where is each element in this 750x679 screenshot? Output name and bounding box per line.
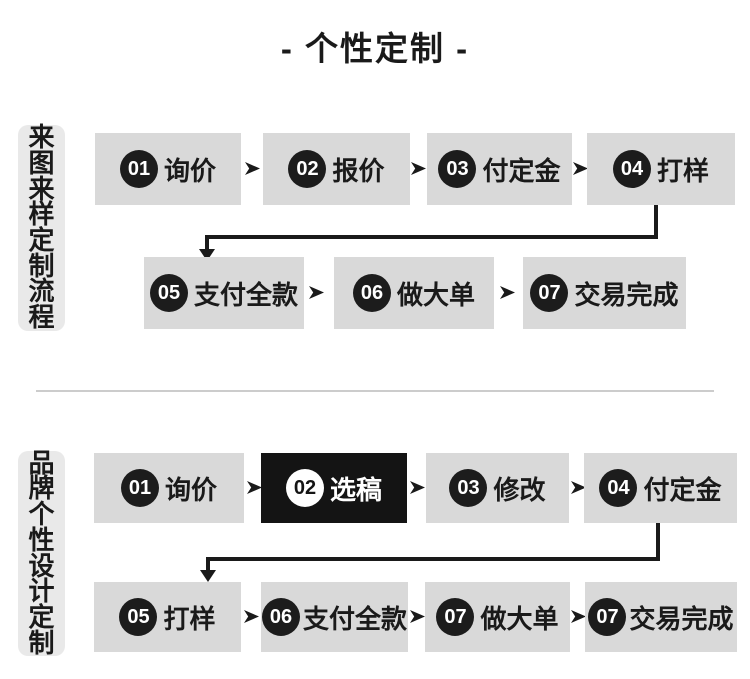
step-05-sample: 05 打样 bbox=[94, 582, 241, 652]
step-04-sample: 04 打样 bbox=[587, 133, 735, 205]
connector-line bbox=[206, 557, 210, 571]
arrow-right-icon bbox=[309, 286, 324, 299]
step-number-badge: 06 bbox=[352, 274, 391, 312]
connector-line bbox=[654, 205, 658, 239]
step-06-bulk-order: 06 做大单 bbox=[334, 257, 494, 329]
step-label: 询价 bbox=[164, 474, 217, 505]
arrow-right-icon bbox=[500, 286, 515, 299]
step-label: 交易完成 bbox=[574, 279, 679, 310]
step-label: 做大单 bbox=[396, 279, 475, 310]
step-01-inquiry: 01 询价 bbox=[94, 453, 244, 523]
connector-line bbox=[656, 523, 660, 561]
step-04-deposit: 04 付定金 bbox=[584, 453, 737, 523]
step-label: 选稿 bbox=[329, 474, 382, 505]
step-02-draft-selection-highlighted: 02 选稿 bbox=[261, 453, 407, 523]
step-label: 打样 bbox=[163, 603, 216, 634]
step-label: 询价 bbox=[163, 155, 216, 186]
step-number-badge: 01 bbox=[120, 469, 159, 507]
arrow-right-icon bbox=[245, 162, 260, 175]
step-07-bulk-order: 07 做大单 bbox=[425, 582, 570, 652]
step-label: 付定金 bbox=[482, 155, 561, 186]
arrow-right-icon bbox=[571, 610, 586, 623]
step-number-badge: 02 bbox=[288, 150, 327, 188]
step-number-badge: 04 bbox=[612, 150, 651, 188]
arrow-right-icon bbox=[244, 610, 259, 623]
step-05-full-payment: 05 支付全款 bbox=[144, 257, 304, 329]
step-number-badge: 07 bbox=[436, 598, 475, 636]
step-number-badge: 05 bbox=[149, 274, 188, 312]
step-06-full-payment: 06 支付全款 bbox=[261, 582, 408, 652]
step-label: 修改 bbox=[493, 474, 546, 505]
arrow-right-icon bbox=[410, 610, 425, 623]
arrow-right-icon bbox=[247, 481, 262, 494]
connector-line bbox=[205, 235, 209, 251]
step-number-badge: 04 bbox=[599, 469, 638, 507]
section-2-vertical-label: 品牌个性设计定制 bbox=[18, 450, 65, 656]
section-1-vertical-label: 来图来样定制流程 bbox=[18, 124, 65, 331]
arrow-right-icon bbox=[410, 481, 425, 494]
page-title: - 个性定制 - bbox=[280, 30, 470, 67]
connector-line bbox=[206, 557, 660, 561]
step-label: 交易完成 bbox=[629, 603, 734, 634]
step-label: 打样 bbox=[656, 155, 709, 186]
step-label: 支付全款 bbox=[302, 603, 407, 634]
step-number-badge: 05 bbox=[119, 598, 158, 636]
step-label: 支付全款 bbox=[193, 279, 298, 310]
step-03-revision: 03 修改 bbox=[426, 453, 569, 523]
arrow-down-icon bbox=[200, 570, 216, 582]
arrow-right-icon bbox=[573, 162, 588, 175]
step-number-badge: 06 bbox=[261, 598, 300, 636]
step-02-quote: 02 报价 bbox=[263, 133, 410, 205]
step-number-badge: 02 bbox=[285, 469, 324, 507]
step-03-deposit: 03 付定金 bbox=[427, 133, 572, 205]
step-07-deal-complete: 07 交易完成 bbox=[523, 257, 686, 329]
section-divider bbox=[36, 390, 714, 392]
step-number-badge: 07 bbox=[588, 598, 627, 636]
arrow-right-icon bbox=[411, 162, 426, 175]
step-number-badge: 03 bbox=[438, 150, 477, 188]
step-label: 做大单 bbox=[480, 603, 559, 634]
step-07-deal-complete: 07 交易完成 bbox=[585, 582, 737, 652]
step-number-badge: 01 bbox=[119, 150, 158, 188]
step-01-inquiry: 01 询价 bbox=[95, 133, 241, 205]
step-number-badge: 07 bbox=[530, 274, 569, 312]
step-label: 报价 bbox=[332, 155, 385, 186]
step-number-badge: 03 bbox=[449, 469, 488, 507]
step-label: 付定金 bbox=[643, 474, 722, 505]
connector-line bbox=[205, 235, 658, 239]
